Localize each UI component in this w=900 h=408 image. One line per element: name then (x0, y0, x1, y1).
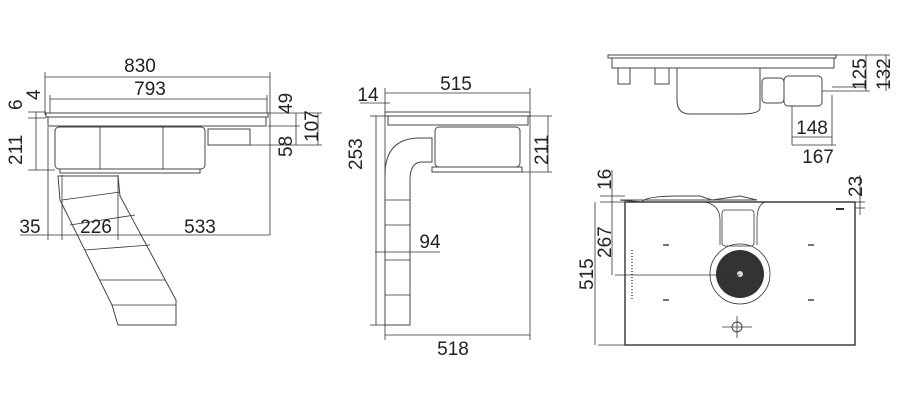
left-side-view: 830 793 6 4 211 49 107 58 35 226 533 (6, 56, 323, 326)
dim-depth: 515 (440, 74, 472, 95)
hob-body (676, 67, 761, 115)
dim-49: 49 (276, 93, 297, 114)
dim-107: 107 (302, 110, 323, 142)
dim-253: 253 (346, 138, 367, 170)
hob-body (434, 126, 521, 168)
dim-518: 518 (437, 339, 469, 360)
dim-226: 226 (80, 217, 112, 238)
duct (384, 137, 433, 326)
dim-167: 167 (802, 147, 834, 168)
glass-plate (384, 111, 531, 117)
dim-125: 125 (850, 58, 871, 90)
dim-overall-width: 830 (124, 56, 156, 77)
filter-box (207, 128, 251, 146)
dim-16: 16 (595, 169, 616, 190)
middle-side-view: 515 14 253 211 94 518 (346, 74, 553, 360)
dim-14: 14 (357, 85, 379, 106)
cooktop-outline (624, 201, 856, 346)
dim-132: 132 (874, 58, 895, 90)
dim-148: 148 (796, 118, 828, 139)
dim-515: 515 (577, 258, 598, 290)
filter (783, 75, 823, 107)
dim-267: 267 (595, 226, 616, 258)
socket (761, 77, 785, 104)
dim-4: 4 (24, 89, 45, 100)
dim-58: 58 (276, 136, 297, 157)
control-panel (721, 209, 755, 247)
plan-view: 16 267 515 23 (577, 169, 867, 346)
dim-6: 6 (6, 99, 27, 110)
dim-94: 94 (419, 232, 441, 253)
hob-body (54, 126, 206, 170)
dim-23: 23 (846, 176, 867, 197)
right-side-view: 125 132 148 167 (607, 54, 895, 168)
extractor-grille-outer (709, 243, 771, 305)
dim-533: 533 (184, 217, 216, 238)
glass-plate (45, 112, 269, 118)
control-knob-icon (722, 316, 752, 338)
dim-35: 35 (19, 217, 40, 238)
dim-glass-width: 793 (134, 79, 166, 100)
dim-211: 211 (532, 135, 553, 165)
dim-211: 211 (6, 135, 27, 165)
